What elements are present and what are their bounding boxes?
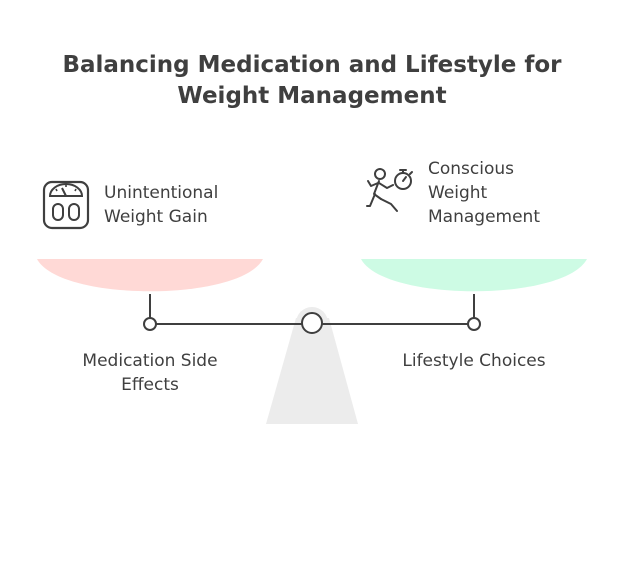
right-pan (361, 259, 587, 292)
title-line-1: Balancing Medication and Lifestyle for (62, 52, 562, 78)
left-base-label: Medication Side Effects (40, 349, 260, 397)
left-base-line-1: Medication Side (82, 351, 218, 371)
right-heading: Conscious Weight Management (428, 157, 540, 229)
title-line-2: Weight Management (177, 83, 447, 109)
left-pan (37, 259, 263, 292)
runner-with-stopwatch-icon (366, 168, 413, 212)
pivot (301, 312, 323, 334)
left-heading-line-1: Unintentional (104, 183, 219, 203)
bathroom-scale-icon (42, 180, 90, 230)
left-joint (143, 317, 157, 331)
diagram-title: Balancing Medication and Lifestyle for W… (0, 50, 624, 112)
right-heading-line-3: Management (428, 207, 540, 227)
left-heading-line-2: Weight Gain (104, 207, 208, 227)
left-base-line-2: Effects (121, 375, 179, 395)
right-joint (467, 317, 481, 331)
right-heading-line-1: Conscious (428, 159, 515, 179)
right-base-label: Lifestyle Choices (364, 349, 584, 373)
right-heading-line-2: Weight (428, 183, 488, 203)
fulcrum (266, 318, 358, 424)
right-base-line-1: Lifestyle Choices (402, 351, 546, 371)
left-heading: Unintentional Weight Gain (104, 181, 218, 229)
